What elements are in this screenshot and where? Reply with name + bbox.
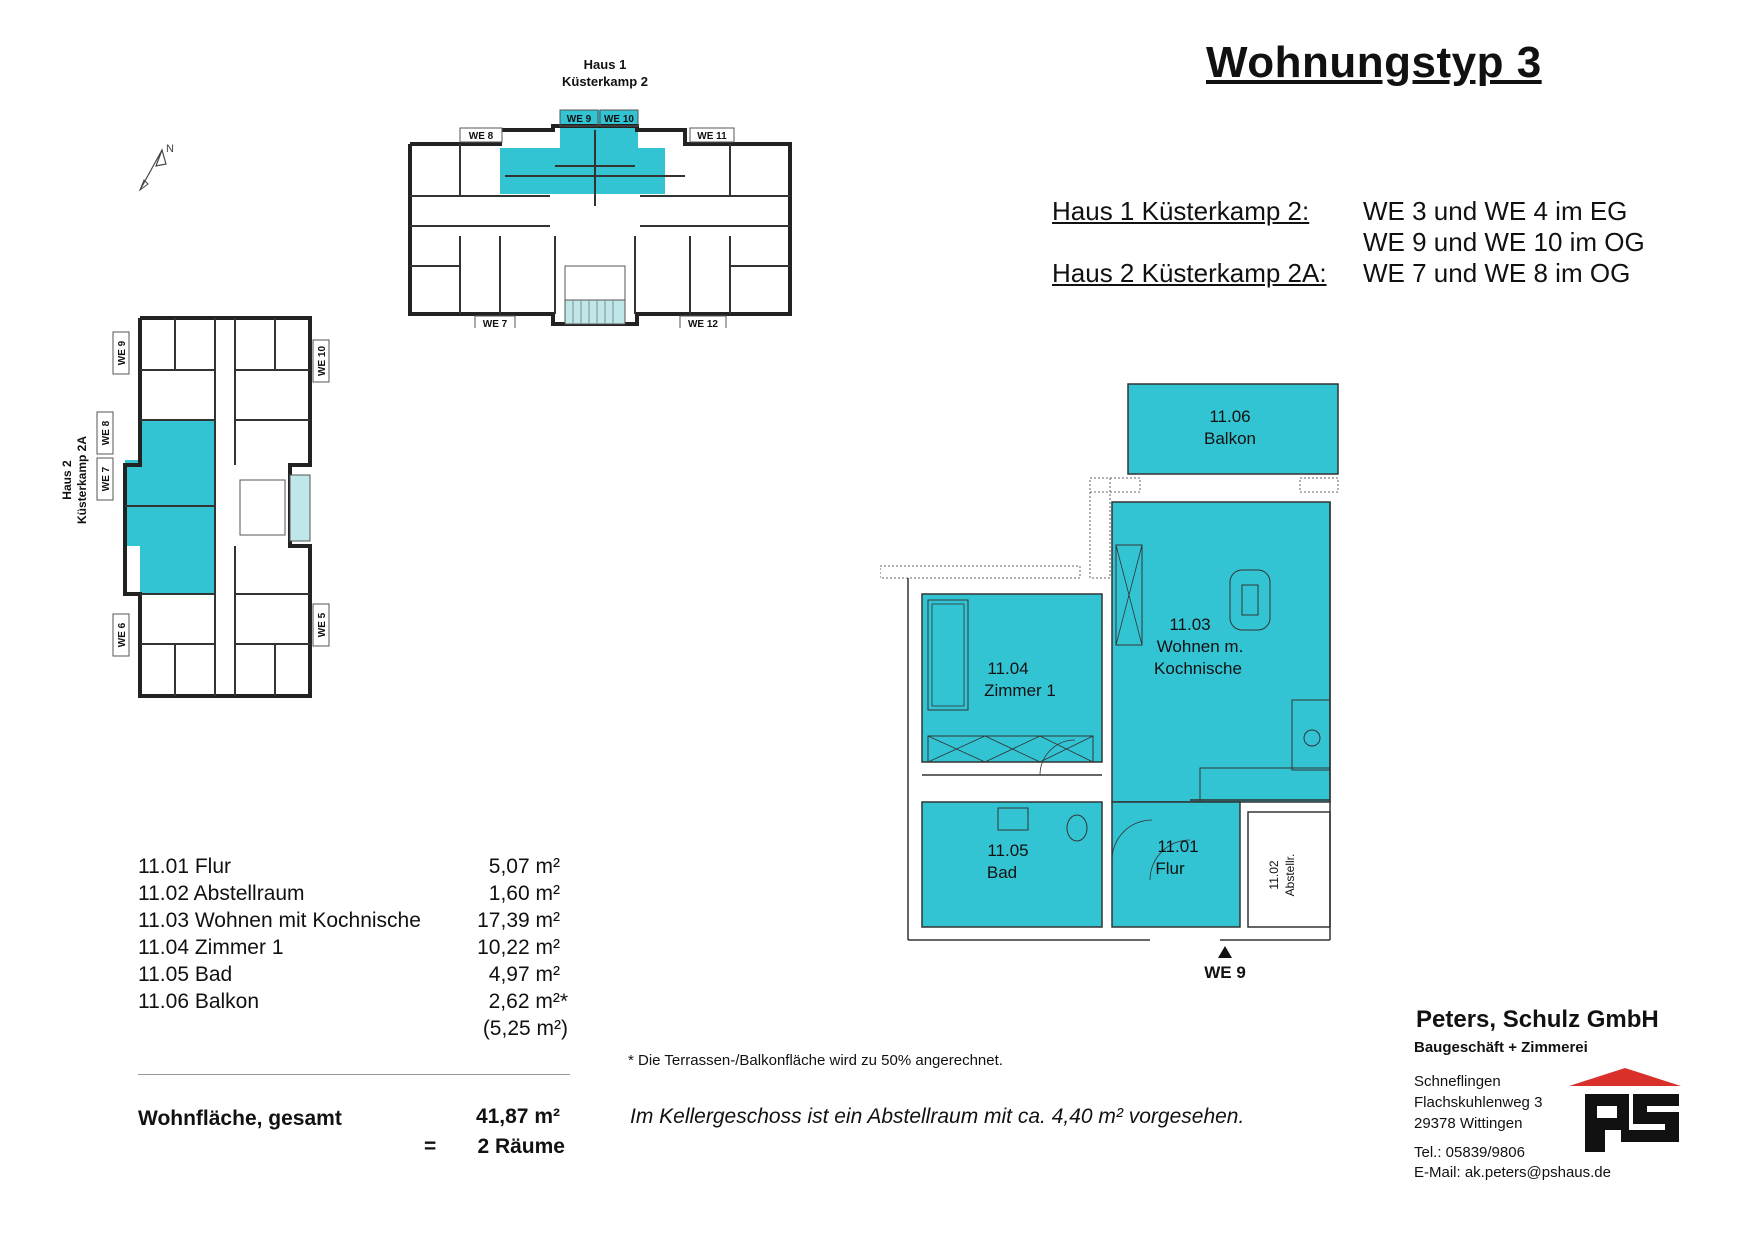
room-name: Kochnische bbox=[1154, 659, 1242, 678]
assignment-value-1: WE 3 und WE 4 im EG bbox=[1363, 196, 1628, 226]
house1-unit-label: WE 9 bbox=[567, 114, 592, 125]
footnote: * Die Terrassen-/Balkonfläche wird zu 50… bbox=[628, 1052, 1003, 1069]
assignment-value-2: WE 9 und WE 10 im OG bbox=[1363, 227, 1645, 257]
company-subtitle: Baugeschäft + Zimmerei bbox=[1414, 1039, 1588, 1056]
room-list-area: 5,07 m² bbox=[488, 855, 560, 878]
house1-unit-label: WE 8 bbox=[469, 131, 494, 142]
room-list-name: 11.04 Zimmer 1 bbox=[138, 936, 284, 959]
room-list-area: 2,62 m²* bbox=[488, 990, 568, 1013]
room-name: Balkon bbox=[1204, 429, 1256, 448]
address-line: Flachskuhlenweg 3 bbox=[1414, 1094, 1543, 1111]
room-number: 11.02 bbox=[1267, 860, 1281, 889]
room-list-name: 11.06 Balkon bbox=[138, 990, 260, 1013]
house2-unit-label: WE 10 bbox=[317, 346, 328, 376]
room-name: Zimmer 1 bbox=[984, 681, 1056, 700]
room-number: 11.06 bbox=[1209, 407, 1250, 426]
room-list-area: 1,60 m² bbox=[488, 882, 560, 905]
company-phone: Tel.: 05839/9806 bbox=[1414, 1144, 1525, 1161]
room-list-name: 11.01 Flur bbox=[138, 855, 231, 878]
total-rooms: 2 Räume bbox=[477, 1135, 565, 1158]
room-list-area: 10,22 m² bbox=[477, 936, 560, 959]
house1-site-plan: WE 8 WE 9 WE 10 WE 11 WE 7 WE 12 bbox=[408, 109, 792, 328]
house2-unit-label: WE 6 bbox=[117, 622, 128, 647]
total-area: 41,87 m² bbox=[475, 1105, 560, 1128]
room-number: 11.03 bbox=[1169, 615, 1210, 634]
room-name: Bad bbox=[987, 863, 1017, 882]
room-list-area: (5,25 m²) bbox=[482, 1017, 568, 1040]
house1-street: Küsterkamp 2 bbox=[562, 74, 648, 89]
house2-site-plan: WE 9 WE 10 WE 8 WE 7 WE 6 WE 5 bbox=[96, 316, 330, 698]
compass-label: N bbox=[166, 143, 174, 155]
house1-unit-label: WE 12 bbox=[688, 319, 718, 328]
assignment-label-1: Haus 1 Küsterkamp 2: bbox=[1052, 196, 1310, 226]
total-eq: = bbox=[424, 1135, 437, 1158]
room-number: 11.01 bbox=[1157, 837, 1198, 856]
entrance-arrow-icon bbox=[1218, 946, 1232, 958]
house2-unit-label: WE 5 bbox=[317, 612, 328, 637]
room-number: 11.04 bbox=[987, 659, 1028, 678]
house1-name: Haus 1 bbox=[583, 57, 627, 72]
address-line: 29378 Wittingen bbox=[1414, 1115, 1523, 1132]
room-name: Flur bbox=[1155, 859, 1185, 878]
house1-unit-label: WE 11 bbox=[697, 131, 727, 142]
house1-unit-label: WE 7 bbox=[483, 319, 508, 328]
apartment-floor-plan: 11.06 Balkon 11.03 Wohnen m. Kochnische … bbox=[880, 383, 1339, 980]
page-title: Wohnungstyp 3 bbox=[1206, 38, 1542, 87]
room-number: 11.05 bbox=[987, 841, 1028, 860]
assignment-label-3: Haus 2 Küsterkamp 2A: bbox=[1052, 258, 1327, 288]
address-line: Schneflingen bbox=[1414, 1073, 1501, 1090]
house2-unit-label: WE 7 bbox=[101, 466, 112, 491]
assignment-value-3: WE 7 und WE 8 im OG bbox=[1363, 258, 1631, 288]
logo-roof-icon bbox=[1569, 1068, 1681, 1086]
room-list-name: 11.05 Bad bbox=[138, 963, 233, 986]
entrance-label: WE 9 bbox=[1204, 963, 1246, 980]
company-name: Peters, Schulz GmbH bbox=[1416, 1006, 1659, 1033]
house2-unit-label: WE 8 bbox=[101, 420, 112, 445]
room-list-name: 11.02 Abstellraum bbox=[138, 882, 305, 905]
house1-title: Haus 1 Küsterkamp 2 bbox=[520, 56, 690, 90]
room-list-area: 4,97 m² bbox=[488, 963, 560, 986]
cellar-note: Im Kellergeschoss ist ein Abstellraum mi… bbox=[630, 1105, 1245, 1128]
divider-line bbox=[138, 1074, 570, 1075]
room-list-area: 17,39 m² bbox=[477, 909, 560, 932]
room-list-name: 11.03 Wohnen mit Kochnische bbox=[138, 909, 421, 932]
compass-icon: N bbox=[138, 143, 174, 192]
house2-unit-label: WE 9 bbox=[117, 340, 128, 365]
logo-text: ps bbox=[1565, 1066, 1567, 1067]
room-name: Wohnen m. bbox=[1157, 637, 1244, 656]
company-logo: ps bbox=[1565, 1066, 1681, 1152]
house1-unit-label: WE 10 bbox=[604, 114, 634, 125]
company-address: Schneflingen Flachskuhlenweg 3 29378 Wit… bbox=[1414, 1071, 1542, 1134]
total-label: Wohnfläche, gesamt bbox=[138, 1107, 342, 1130]
company-email: E-Mail: ak.peters@pshaus.de bbox=[1414, 1164, 1611, 1181]
room-name: Abstellr. bbox=[1283, 854, 1297, 897]
